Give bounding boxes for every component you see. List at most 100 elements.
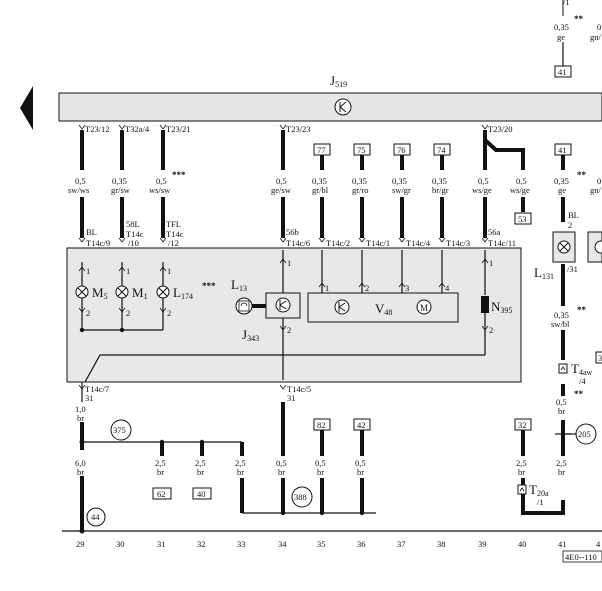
track-32: 32 — [197, 539, 206, 549]
box-3: 3 — [598, 353, 602, 363]
wire-size-29: 0,5 — [75, 176, 86, 186]
wire-size-35b: 0,5 — [315, 458, 326, 468]
pin-n395-1: 1 — [489, 258, 493, 268]
conn-t14c-1: T14c/1 — [366, 238, 390, 248]
box-76: 76 — [397, 145, 406, 155]
box-74: 74 — [437, 145, 446, 155]
wire-size-ground-a: 1,0 — [75, 404, 86, 414]
box-42: 42 — [357, 420, 366, 430]
wire-size-41: 0,35 — [554, 176, 569, 186]
wire-color-top-41: ge — [557, 32, 565, 42]
wire-size-41c: 0,5 — [556, 397, 567, 407]
label-t4aw: T4aw — [571, 361, 593, 377]
conn-t14c-10-pin: /10 — [128, 238, 139, 248]
lower-wires — [62, 382, 602, 532]
terminal-t23-21: T23/21 — [166, 124, 191, 134]
pin-m1-2: 2 — [126, 308, 130, 318]
v48-box — [307, 292, 459, 323]
track-38: 38 — [437, 539, 446, 549]
wire-color-30: gr/sw — [111, 185, 131, 195]
wire-size-35: 0,35 — [312, 176, 327, 186]
lamp-l13-icon — [235, 297, 253, 315]
terminal-t23-20: T23/20 — [488, 124, 513, 134]
wire-size-38: 0,35 — [432, 176, 447, 186]
ref-375: 375 — [113, 425, 126, 435]
conn-t14c-7-pin: 31 — [85, 393, 94, 403]
pin-v48-2: 2 — [365, 283, 369, 293]
page-reference: 4E0--110 — [565, 552, 597, 562]
terminal-t32a-4: T32a/4 — [125, 124, 150, 134]
j519-label: J519 — [330, 73, 347, 89]
top-right-wires: /1 0,35 ge 0 gn/ ** 41 — [554, 0, 602, 78]
wire-size-42: 0 — [597, 176, 601, 186]
pin-v48-1: 1 — [325, 283, 329, 293]
pin-l174-1: 1 — [167, 266, 171, 276]
track-34: 34 — [278, 539, 287, 549]
box-77: 77 — [317, 145, 326, 155]
wire-color-l131: sw/bl — [551, 319, 570, 329]
track-42: 4 — [596, 539, 601, 549]
track-40: 40 — [518, 539, 527, 549]
wire-color-39: ws/ge — [472, 185, 492, 195]
wire-color-33b: br — [237, 467, 244, 477]
pin-m5-2: 2 — [86, 308, 90, 318]
wire-color-ground-a: br — [77, 413, 84, 423]
ref-205: 205 — [578, 429, 591, 439]
track-36: 36 — [357, 539, 366, 549]
wire-size-32b: 2,5 — [195, 458, 206, 468]
wire-color-36: gr/ro — [352, 185, 369, 195]
track-33: 33 — [237, 539, 246, 549]
signal-56b: 56b — [286, 227, 299, 237]
t20a-pin: /1 — [537, 497, 544, 507]
wire-size-36: 0,35 — [352, 176, 367, 186]
wire-size-37: 0,35 — [392, 176, 407, 186]
transistor-icon — [334, 98, 352, 116]
wire-color-31: ws/sw — [149, 185, 171, 195]
pin-v48-3: 3 — [405, 283, 409, 293]
top-tick: /1 — [563, 0, 570, 7]
conn-t14c-7: T14c/7 — [85, 384, 109, 394]
ref-44: 44 — [91, 512, 100, 522]
wire-color-38: br/gr — [432, 185, 449, 195]
wire-size-ground-b: 6,0 — [75, 458, 86, 468]
box-53: 53 — [518, 214, 527, 224]
l131-pin2: 2 — [568, 220, 572, 230]
wire-color-29: sw/ws — [68, 185, 89, 195]
conn-t14c-3: T14c/3 — [446, 238, 470, 248]
track-31: 31 — [157, 539, 166, 549]
t4aw-pin: /4 — [579, 376, 586, 386]
signal-56a: 56a — [488, 227, 501, 237]
ref-388: 388 — [294, 492, 307, 502]
wire-size-34: 0,5 — [276, 176, 287, 186]
pin-l174-2: 2 — [167, 308, 171, 318]
signal-58l: 58L — [126, 219, 140, 229]
label-m1: M1 — [132, 285, 148, 301]
top-box-41: 41 — [558, 67, 567, 77]
wire-size-34b: 0,5 — [276, 458, 287, 468]
wire-color-36b: br — [357, 467, 364, 477]
conn-t14c-12-pin: /12 — [168, 238, 179, 248]
wire-size-33b: 2,5 — [235, 458, 246, 468]
label-v48: V48 — [375, 301, 392, 317]
wire-color-35: gr/bl — [312, 185, 329, 195]
previous-page-arrow-icon[interactable] — [20, 86, 33, 130]
wire-size-41b: 2,5 — [556, 458, 567, 468]
stars-t4aw: ** — [574, 389, 584, 399]
label-l13: L13 — [231, 277, 247, 293]
terminal-t23-12: T23/12 — [85, 124, 110, 134]
top-stars: ** — [574, 14, 584, 24]
wire-size-31: 0,5 — [156, 176, 167, 186]
wire-size-40b: 2,5 — [516, 458, 527, 468]
wire-color-31b: br — [157, 467, 164, 477]
wire-color-34: ge/sw — [271, 185, 292, 195]
conn-t14c-2: T14c/2 — [326, 238, 350, 248]
wire-color-41c: br — [558, 406, 565, 416]
motor-m: M — [420, 303, 428, 313]
conn-t14c-12: T14c — [166, 229, 184, 239]
pin-n395-2: 2 — [489, 325, 493, 335]
wire-color-41: ge — [558, 185, 566, 195]
pin-m1-1: 1 — [126, 266, 130, 276]
stars-41: ** — [577, 170, 587, 180]
label-n395: N395 — [491, 299, 512, 315]
